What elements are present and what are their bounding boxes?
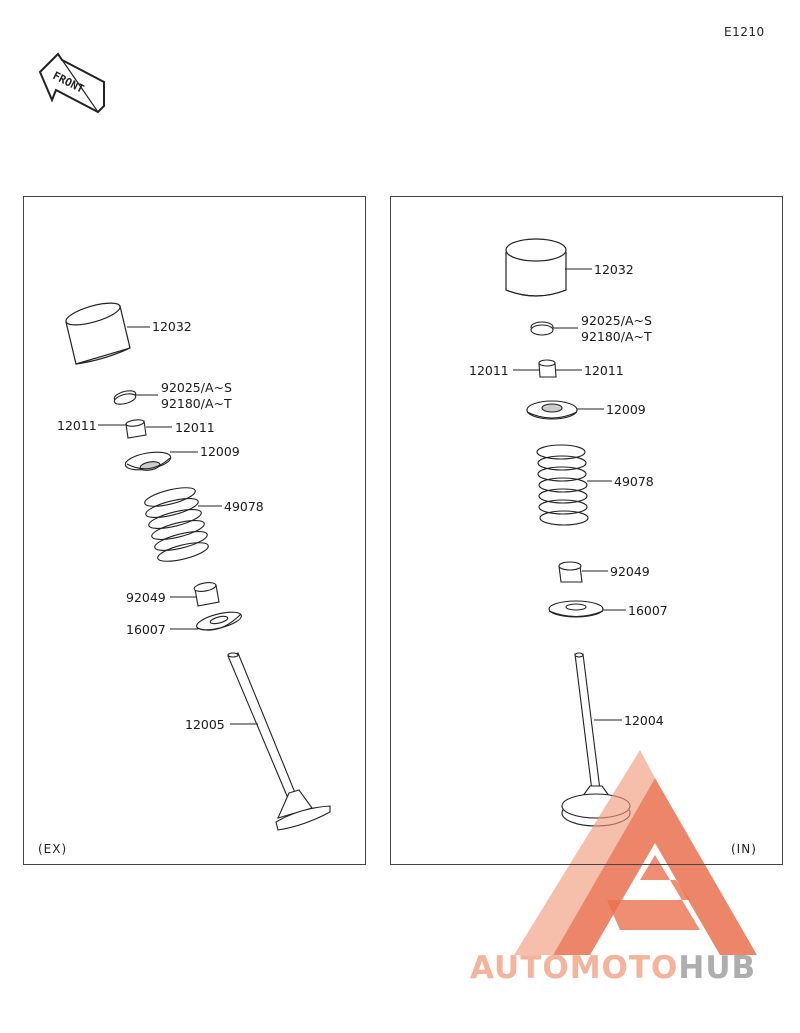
ex-tappet-drawing (65, 302, 131, 365)
exhaust-panel: (EX) (23, 196, 366, 865)
intake-panel-tag: (IN) (731, 842, 757, 856)
ex-spring-drawing (144, 487, 209, 562)
ex-keeper-drawing (125, 419, 147, 439)
in-spring-label: 49078 (614, 474, 654, 489)
in-shim-drawing (530, 321, 554, 336)
ex-seal-label: 92049 (126, 590, 166, 605)
watermark-part-a: AUTOMOTO (470, 950, 679, 986)
ex-valve-drawing (227, 652, 331, 831)
front-arrow-icon: FRONT (38, 52, 105, 114)
in-seat-drawing (548, 600, 604, 618)
in-keeper-drawing (538, 359, 557, 378)
in-seal-drawing (558, 561, 583, 583)
ex-seal-drawing (193, 582, 220, 607)
in-tappet-drawing (505, 238, 567, 297)
ex-valve-label: 12005 (185, 717, 225, 732)
intake-panel: (IN) (390, 196, 783, 865)
in-retainer-label: 12009 (606, 402, 646, 417)
ex-retainer-drawing (124, 451, 172, 471)
in-tappet-label: 12032 (594, 262, 634, 277)
in-shim-label-2: 92180/A~T (581, 329, 652, 344)
ex-shim-label-2: 92180/A~T (161, 396, 232, 411)
in-shim-label-1: 92025/A~S (581, 313, 652, 328)
watermark-part-b: HUB (678, 950, 757, 986)
in-seal-label: 92049 (610, 564, 650, 579)
ex-keeper-label-right: 12011 (175, 420, 215, 435)
ex-seat-drawing (196, 611, 242, 631)
in-valve-label: 12004 (624, 713, 664, 728)
in-seat-label: 16007 (628, 603, 668, 618)
watermark-logo-icon (514, 750, 757, 955)
ex-shim-label-1: 92025/A~S (161, 380, 232, 395)
in-retainer-drawing (526, 400, 578, 420)
ex-seat-label: 16007 (126, 622, 166, 637)
ex-tappet-label: 12032 (152, 319, 192, 334)
ex-shim-drawing (113, 390, 137, 405)
ex-spring-label: 49078 (224, 499, 264, 514)
in-keeper-label-left: 12011 (469, 363, 509, 378)
ex-retainer-label: 12009 (200, 444, 240, 459)
exhaust-panel-tag: (EX) (38, 842, 68, 856)
ex-keeper-label-left: 12011 (57, 418, 97, 433)
diagram-code: E1210 (724, 25, 765, 39)
in-keeper-label-right: 12011 (584, 363, 624, 378)
watermark-text: AUTOMOTOHUB (470, 950, 800, 986)
in-spring-drawing (536, 444, 589, 526)
